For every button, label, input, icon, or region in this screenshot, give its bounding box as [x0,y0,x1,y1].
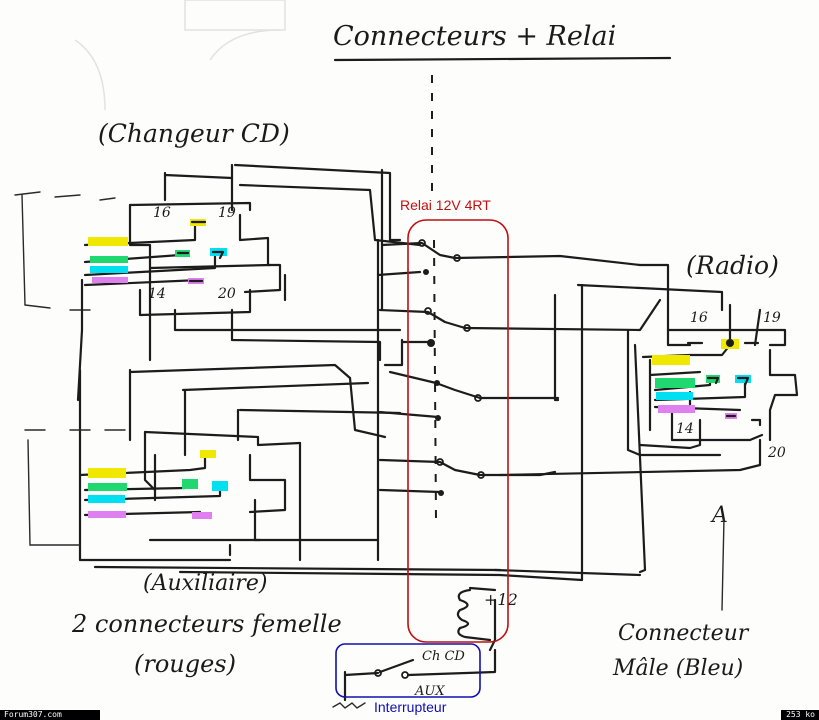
changer-pin-14: 14 [148,286,166,302]
male-connector-note: A Connecteur Mâle (Bleu) [612,503,750,681]
aux-pin-green [182,479,198,489]
aux-wire-magenta [88,511,126,518]
switch-position-aux: AUX [414,684,445,699]
ground-icon [332,702,366,709]
radio-wire-yellow [652,355,690,365]
title-underline [333,56,672,62]
male-connector-line1: Connecteur [618,621,750,646]
relay-outline [407,219,509,643]
switch-position-cd: Ch CD [422,649,465,664]
female-connector-note: (Auxiliaire) 2 connecteurs femelle (roug… [71,571,342,678]
coil-voltage-label: +12 [484,590,518,609]
female-connector-line2: (rouges) [134,650,236,678]
radio-wire-cyan [656,392,693,400]
title-group: Connecteurs + Relai [333,21,672,62]
radio-pin-16: 16 [690,310,708,326]
site-watermark: Forum307.com [0,710,100,720]
aux-wire-green [88,483,127,491]
changer-wire-green [90,256,128,263]
radio-pin-14: 14 [676,421,694,437]
changer-pin-20: 20 [217,286,236,302]
aux-pin-magenta [192,512,212,519]
aux-pin-yellow [200,450,216,458]
changer-pin-16: 16 [153,205,171,221]
changer-wire-magenta [92,277,128,283]
auxiliary-connector-label: (Auxiliaire) [143,571,267,596]
file-size-badge: 253 ko [781,710,819,720]
changer-wire-yellow [88,237,128,246]
changer-wire-cyan [90,266,128,273]
page-title: Connecteurs + Relai [333,21,616,52]
auxiliary-connector [24,363,402,562]
switch-outline [335,643,481,698]
background-ghost-marks [74,0,286,111]
switch-group: Ch CD AUX [332,643,497,709]
aux-wire-cyan [88,495,125,503]
relay-separator-dashed-line [431,75,437,521]
aux-pin-cyan [212,481,228,491]
switch-label: Interrupteur [374,699,447,715]
radio-wire-magenta [658,405,695,413]
relay-coil: +12 [456,586,518,642]
relay-contacts [93,168,762,652]
radio-pin-20: 20 [767,445,786,461]
male-connector-line2: Mâle (Bleu) [612,656,743,681]
radio-connector-label: (Radio) [686,251,779,280]
changer-connector: 16 19 14 20 [14,163,422,402]
aux-wire-yellow [88,468,126,478]
changer-connector-label: (Changeur CD) [98,119,290,148]
radio-pin-19: 19 [763,310,781,326]
relay-label: Relai 12V 4RT [400,197,491,213]
changer-pin-19: 19 [218,205,236,221]
arrow-letter: A [710,503,728,528]
female-connector-line1: 2 connecteurs femelle [71,610,342,638]
arrow-up-icon [721,517,725,611]
radio-connector: 16 19 14 20 [638,288,799,461]
radio-wire-green [655,378,695,388]
